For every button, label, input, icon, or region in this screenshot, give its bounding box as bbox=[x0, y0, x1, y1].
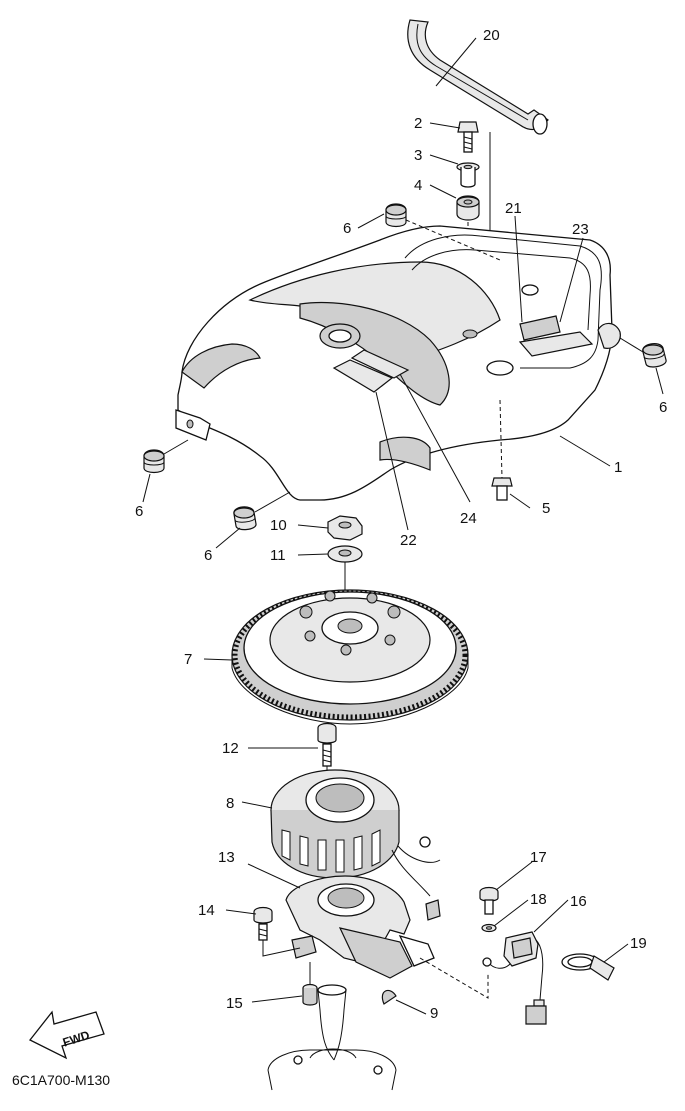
part-11-washer bbox=[327, 545, 363, 563]
part-19-clamp bbox=[561, 953, 615, 981]
crankshaft-base bbox=[267, 984, 397, 1091]
part-8-stator bbox=[270, 769, 441, 897]
callout-6-left: 6 bbox=[135, 503, 143, 520]
callout-23: 23 bbox=[572, 221, 589, 238]
assembly-line-6a bbox=[405, 219, 501, 261]
part-9-key bbox=[381, 989, 397, 1005]
callout-4: 4 bbox=[414, 177, 422, 194]
part-6-damper-left bbox=[143, 449, 165, 474]
part-12-bolt bbox=[317, 722, 337, 767]
part-17-bolt bbox=[479, 886, 499, 915]
callout-6-front: 6 bbox=[204, 547, 212, 564]
part-4-grommet bbox=[456, 195, 480, 221]
part-21-plate bbox=[519, 315, 561, 341]
part-22-label bbox=[332, 359, 394, 393]
callout-10: 10 bbox=[270, 517, 287, 534]
assembly-line-6d bbox=[254, 491, 291, 513]
callout-15: 15 bbox=[226, 995, 243, 1012]
callout-18: 18 bbox=[530, 891, 547, 908]
callout-22: 22 bbox=[400, 532, 417, 549]
part-3-collar bbox=[456, 162, 480, 188]
part-16-pulser-coil bbox=[482, 931, 547, 1025]
callout-16: 16 bbox=[570, 893, 587, 910]
callout-13: 13 bbox=[218, 849, 235, 866]
callout-14: 14 bbox=[198, 902, 215, 919]
callout-8: 8 bbox=[226, 795, 234, 812]
assembly-line-5 bbox=[499, 399, 503, 479]
assembly-line-6b bbox=[619, 337, 644, 353]
assembly-line-6c bbox=[163, 439, 189, 455]
part-6-damper-front bbox=[233, 506, 257, 531]
part-6-damper-top bbox=[385, 203, 407, 228]
part-15-dowel bbox=[302, 983, 318, 1006]
part-24-label bbox=[350, 349, 410, 379]
part-23-seal bbox=[518, 331, 594, 357]
callout-17: 17 bbox=[530, 849, 547, 866]
part-20-hose bbox=[407, 19, 549, 135]
part-18-washer bbox=[481, 923, 497, 933]
callout-12: 12 bbox=[222, 740, 239, 757]
callout-11: 11 bbox=[270, 547, 286, 564]
callout-21: 21 bbox=[505, 200, 522, 217]
part-13-base bbox=[285, 875, 441, 979]
leader-lines bbox=[142, 37, 664, 1015]
part-7-flywheel bbox=[231, 589, 469, 725]
callout-20: 20 bbox=[483, 27, 500, 44]
callout-1: 1 bbox=[614, 459, 622, 476]
part-5-bolt bbox=[491, 477, 513, 501]
callout-9: 9 bbox=[430, 1005, 438, 1022]
assembly-line-14 bbox=[262, 940, 301, 957]
callout-7: 7 bbox=[184, 651, 192, 668]
part-2-bolt bbox=[457, 121, 479, 153]
callout-6-right: 6 bbox=[659, 399, 667, 416]
part-14-bolt bbox=[253, 906, 273, 941]
callout-5: 5 bbox=[542, 500, 550, 517]
fwd-arrow: FWD bbox=[28, 1010, 105, 1060]
part-1-flywheel-cover bbox=[175, 225, 621, 501]
callout-24: 24 bbox=[460, 510, 477, 527]
callout-3: 3 bbox=[414, 147, 422, 164]
part-6-damper-right bbox=[642, 343, 667, 368]
callout-labels: 20 2 3 4 21 23 6 6 6 6 1 5 22 24 10 11 7… bbox=[135, 27, 667, 1022]
callout-19: 19 bbox=[630, 935, 647, 952]
part-10-nut bbox=[327, 515, 363, 541]
assembly-line-coil bbox=[419, 957, 489, 999]
callout-2: 2 bbox=[414, 115, 422, 132]
drawing-code: 6C1A700-M130 bbox=[12, 1072, 110, 1088]
callout-6-top: 6 bbox=[343, 220, 351, 237]
